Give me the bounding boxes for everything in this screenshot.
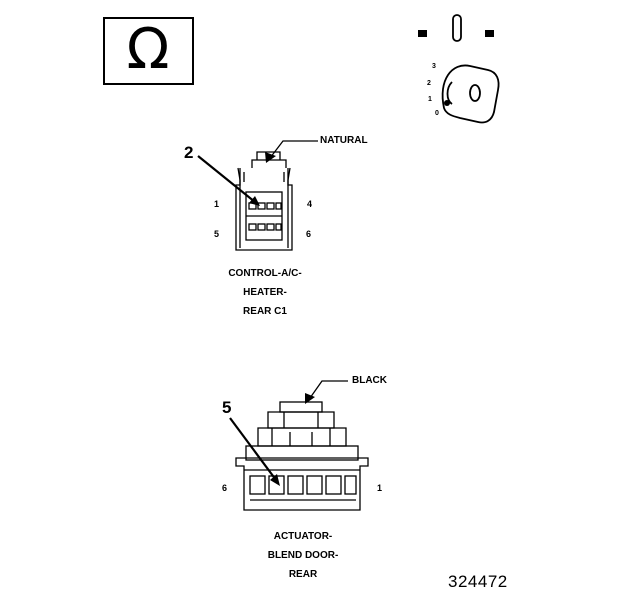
callout-number-5: 5 xyxy=(222,398,232,417)
ignition-off-icon xyxy=(418,14,494,42)
pin-label-6-bottom: 6 xyxy=(222,483,228,493)
callout-5-arrowhead xyxy=(270,474,280,486)
color-label-natural: NATURAL xyxy=(320,135,368,146)
callout-2-leader xyxy=(197,155,256,203)
callout-2-arrowhead xyxy=(249,196,260,206)
black-arrowhead xyxy=(305,393,315,404)
caption-line: ACTUATOR- xyxy=(273,531,333,542)
pin-label-5: 5 xyxy=(214,229,220,239)
ohmmeter-icon: Ω xyxy=(103,17,194,85)
connector-bottom-drawing xyxy=(235,380,369,511)
caption-line: REAR C1 xyxy=(243,306,287,317)
svg-text:2: 2 xyxy=(427,80,431,87)
pin-label-1: 1 xyxy=(214,199,220,209)
ignition-key-icon: 3 2 1 0 xyxy=(427,63,500,124)
connector-bottom-caption: ACTUATOR- BLEND DOOR- REAR xyxy=(233,527,373,584)
svg-text:3: 3 xyxy=(432,63,436,70)
figure-id: 324472 xyxy=(448,572,508,591)
natural-arrowhead xyxy=(265,152,276,163)
callout-5-leader xyxy=(229,417,277,481)
ohm-symbol: Ω xyxy=(127,17,170,82)
caption-line: CONTROL-A/C- xyxy=(228,268,302,279)
caption-line: HEATER- xyxy=(243,287,287,298)
pin-label-4: 4 xyxy=(307,199,313,209)
caption-line: BLEND DOOR- xyxy=(267,550,339,561)
pin-label-6: 6 xyxy=(306,229,312,239)
svg-text:1: 1 xyxy=(428,96,432,103)
pin-label-1-bottom: 1 xyxy=(377,483,383,493)
color-label-black: BLACK xyxy=(352,375,387,386)
callout-number-2: 2 xyxy=(184,143,194,162)
connector-top-caption: CONTROL-A/C- HEATER- REAR C1 xyxy=(195,264,335,321)
caption-line: REAR xyxy=(288,569,318,580)
svg-text:0: 0 xyxy=(435,110,439,117)
